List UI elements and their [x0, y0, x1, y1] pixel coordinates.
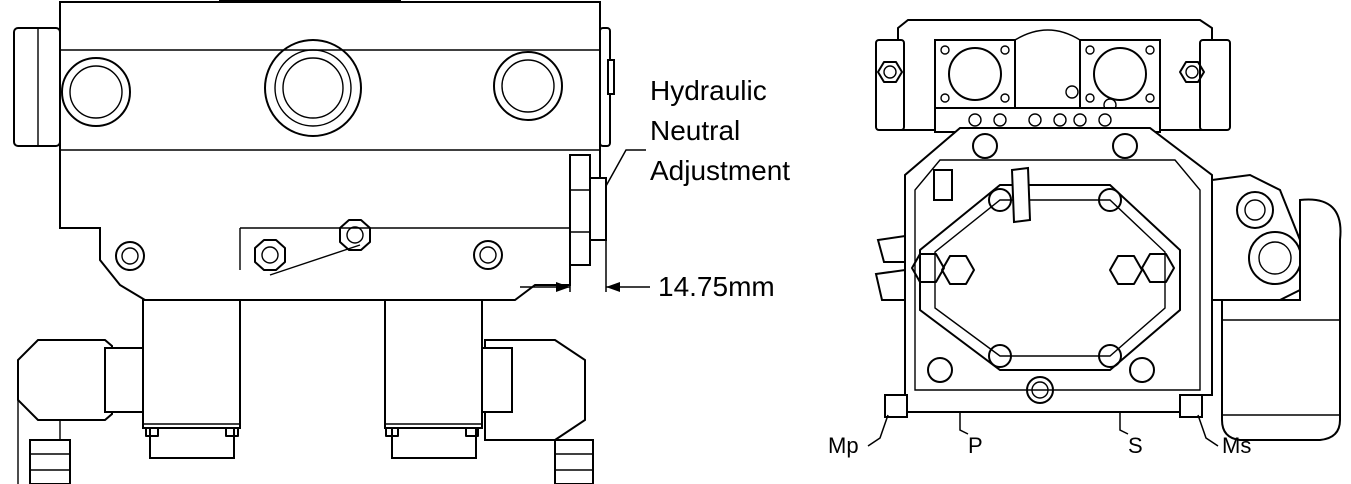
port-circle-right [493, 51, 563, 121]
port-ms-stub [1179, 394, 1203, 418]
solenoid-left-nut [149, 427, 235, 459]
port-label-ms: Ms [1222, 433, 1251, 458]
bolt-lower-1 [115, 241, 145, 271]
hex-nut-1 [254, 239, 286, 271]
solenoid-right-nut [391, 427, 477, 459]
hex-nut-top-right [1179, 61, 1205, 83]
port-label-s: S [1128, 433, 1143, 458]
port-label-p: P [968, 433, 983, 458]
coil-face-left [934, 39, 1016, 109]
connector-left [17, 339, 113, 421]
dimension-14-75: 14.75mm [520, 240, 775, 302]
bolt-lower-2 [473, 240, 503, 270]
port-circle-center [264, 39, 362, 137]
callout-line-neutral: Neutral [650, 115, 740, 146]
swash-cover [919, 184, 1181, 371]
hex-nut-top-left [877, 61, 903, 83]
port-label-mp: Mp [828, 433, 859, 458]
left-end-cap [13, 27, 61, 147]
connector-left-neck [104, 347, 144, 413]
side-boss [569, 154, 591, 266]
port-mp-stub [884, 394, 908, 418]
port-circle-left [61, 57, 131, 127]
solenoid-left-body [142, 299, 241, 429]
hex-nut-right [1141, 253, 1175, 283]
solenoid-right-body [384, 299, 483, 429]
dimension-label: 14.75mm [658, 271, 775, 302]
callout-line-hydraulic: Hydraulic [650, 75, 767, 106]
end-view [874, 19, 1342, 441]
neutral-adjustment-callout: Hydraulic Neutral Adjustment [605, 75, 790, 187]
callout-line-adjustment: Adjustment [650, 155, 790, 186]
coil-face-right [1079, 39, 1161, 109]
hex-nut-2 [339, 219, 371, 251]
port-callouts: Mp P S Ms [828, 412, 1251, 458]
neutral-adjust-screw[interactable] [589, 177, 607, 241]
side-view [13, 0, 615, 484]
